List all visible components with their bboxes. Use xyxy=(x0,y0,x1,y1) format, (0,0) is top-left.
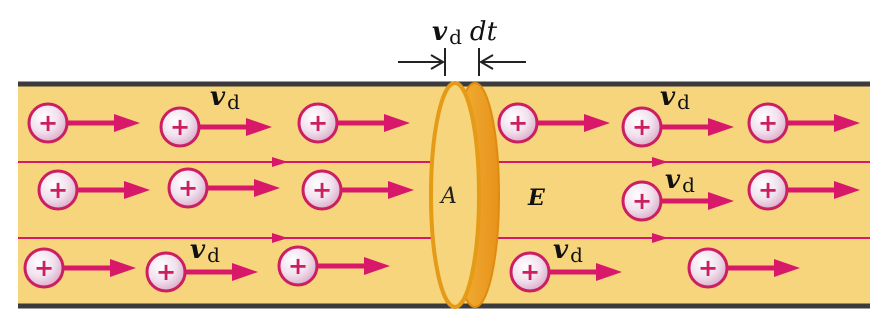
field-arrowhead xyxy=(272,233,288,243)
charge-sign: + xyxy=(758,176,778,204)
vd-dt-marker xyxy=(398,48,526,76)
cross-section-disk xyxy=(429,81,500,309)
positive-charge-icon xyxy=(497,102,539,144)
charge-carrier: + xyxy=(37,169,150,211)
velocity-arrow-icon xyxy=(124,181,150,199)
velocity-arrow-icon xyxy=(774,259,800,277)
positive-charge-icon xyxy=(167,167,209,209)
velocity-arrow-icon xyxy=(254,179,280,197)
velocity-arrow-icon xyxy=(708,118,734,136)
charge-carrier: + xyxy=(167,167,280,209)
positive-charge-icon xyxy=(509,251,551,293)
charge-carrier: + xyxy=(621,180,734,222)
charge-carrier: + xyxy=(145,251,258,293)
velocity-arrow-icon xyxy=(384,114,410,132)
positive-charge-icon xyxy=(27,102,69,144)
velocity-arrow-icon xyxy=(388,181,414,199)
velocity-arrow-icon xyxy=(114,114,140,132)
charge-carrier: + xyxy=(509,251,622,293)
velocity-arrow-icon xyxy=(584,114,610,132)
charge-sign: + xyxy=(38,109,58,137)
positive-charge-icon xyxy=(621,180,663,222)
field-arrowhead xyxy=(652,157,668,167)
charge-carrier: + xyxy=(27,102,140,144)
charge-sign: + xyxy=(632,113,652,141)
charge-carrier: + xyxy=(497,102,610,144)
velocity-arrow-icon xyxy=(110,259,136,277)
charge-sign: + xyxy=(170,113,190,141)
field-line-arrowheads xyxy=(272,157,668,243)
charge-sign: + xyxy=(632,187,652,215)
charge-sign: + xyxy=(308,109,328,137)
positive-charge-icon xyxy=(297,102,339,144)
positive-charge-icon xyxy=(159,106,201,148)
positive-charge-icon xyxy=(23,247,65,289)
velocity-arrow-icon xyxy=(834,181,860,199)
positive-charge-icon xyxy=(747,169,789,211)
charge-carrier: + xyxy=(747,102,860,144)
marker-arrow-left-head xyxy=(430,54,445,70)
charge-carrier: + xyxy=(747,169,860,211)
charge-sign: + xyxy=(288,252,308,280)
charge-sign: + xyxy=(156,258,176,286)
charge-carrier: + xyxy=(23,247,136,289)
charge-sign: + xyxy=(520,258,540,286)
positive-charge-icon xyxy=(277,245,319,287)
marker-arrow-right-head xyxy=(479,54,494,70)
charge-sign: + xyxy=(34,254,54,282)
charge-carrier: + xyxy=(277,245,390,287)
charges-group: + + + + + + + + + + + + + + + + xyxy=(23,102,860,293)
area-label: A xyxy=(439,184,457,209)
positive-charge-icon xyxy=(145,251,187,293)
charge-carrier: + xyxy=(621,106,734,148)
charge-carrier: + xyxy=(159,106,272,148)
velocity-arrow-icon xyxy=(232,263,258,281)
charge-sign: + xyxy=(508,109,528,137)
charge-sign: + xyxy=(312,176,332,204)
charge-sign: + xyxy=(698,254,718,282)
positive-charge-icon xyxy=(747,102,789,144)
charge-carrier: + xyxy=(301,169,414,211)
charge-sign: + xyxy=(758,109,778,137)
disk-face xyxy=(429,81,481,309)
charge-carrier: + xyxy=(297,102,410,144)
positive-charge-icon xyxy=(687,247,729,289)
charge-carrier: + xyxy=(687,247,800,289)
charge-sign: + xyxy=(178,174,198,202)
field-arrowhead xyxy=(652,233,668,243)
velocity-arrow-icon xyxy=(246,118,272,136)
velocity-arrow-icon xyxy=(834,114,860,132)
positive-charge-icon xyxy=(301,169,343,211)
positive-charge-icon xyxy=(37,169,79,211)
charge-sign: + xyxy=(48,176,68,204)
velocity-arrow-icon xyxy=(364,257,390,275)
velocity-arrow-icon xyxy=(596,263,622,281)
field-label: E xyxy=(527,185,546,211)
velocity-arrow-icon xyxy=(708,192,734,210)
field-arrowhead xyxy=(272,157,288,167)
positive-charge-icon xyxy=(621,106,663,148)
